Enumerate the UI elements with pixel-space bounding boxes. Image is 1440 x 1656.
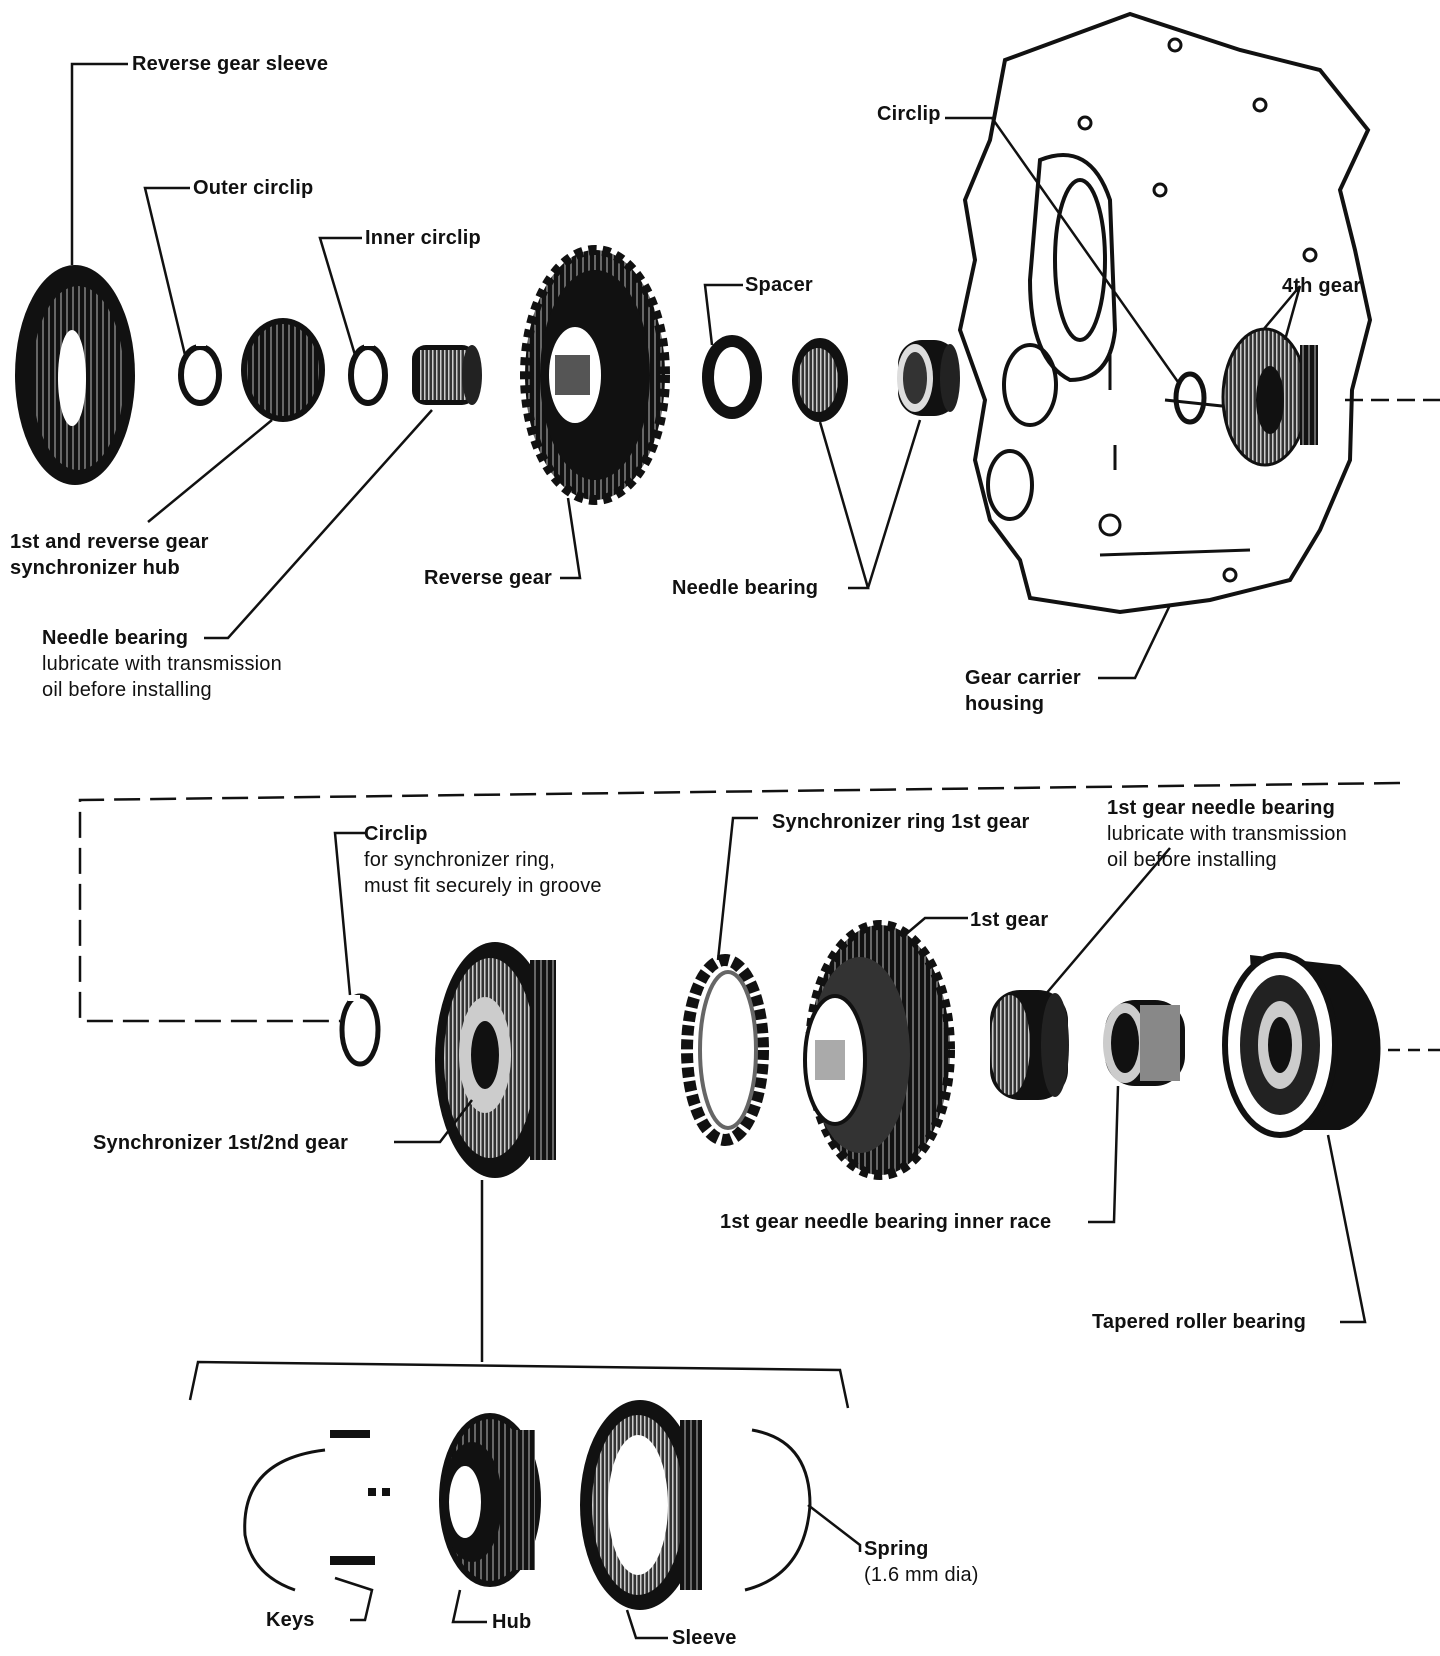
label-spring-note: (1.6 mm dia): [864, 1564, 979, 1586]
spring-left-part: [243, 1448, 326, 1592]
label-tapered-roller-bearing: Tapered roller bearing: [1092, 1311, 1307, 1333]
label-needle-bearing-mid: Needle bearing: [672, 577, 819, 599]
label-spacer: Spacer: [745, 274, 813, 296]
inner-circlip-part: [348, 340, 388, 406]
label-outer-circlip: Outer circlip: [193, 177, 314, 199]
label-first-gear-needle-title: 1st gear needle bearing: [1107, 797, 1336, 819]
outer-circlip-part: [178, 340, 222, 406]
label-synchronizer-12: Synchronizer 1st/2nd gear: [93, 1132, 349, 1154]
leader-lines: [70, 62, 1440, 1640]
label-circlip-lower: Circlip for synchronizer ring, must fit …: [364, 821, 602, 899]
keys-part: [330, 1430, 390, 1565]
synchronizer-12-part: [435, 942, 556, 1178]
first-gear-needle-bearing-part: [990, 990, 1069, 1100]
label-first-gear: 1st gear: [970, 909, 1049, 931]
label-first-gear-needle-note1: lubricate with transmission: [1107, 823, 1347, 845]
label-needle-bearing-left-note1: lubricate with transmission: [42, 653, 282, 675]
label-hub: Hub: [492, 1611, 532, 1633]
label-circlip-lower-title: Circlip: [364, 823, 428, 845]
label-needle-bearing-left-note2: oil before installing: [42, 679, 212, 701]
label-reverse-gear-sleeve: Reverse gear sleeve: [132, 53, 329, 75]
spring-right-part: [744, 1428, 812, 1592]
label-spring-title: Spring: [864, 1538, 929, 1560]
reverse-gear-sleeve-part: [15, 265, 135, 485]
hub-part: [439, 1413, 541, 1587]
spacer-part: [702, 335, 762, 419]
needle-bearing-small-part: [412, 345, 482, 405]
label-gear-carrier-housing: Gear carrier housing: [965, 665, 1081, 717]
label-circlip-top: Circlip: [877, 103, 941, 125]
label-first-gear-needle-note2: oil before installing: [1107, 849, 1277, 871]
label-reverse-gear: Reverse gear: [424, 567, 553, 589]
label-synchronizer-hub: 1st and reverse gear synchronizer hub: [10, 529, 209, 581]
needle-bearing-race-part: [897, 340, 960, 416]
label-circlip-lower-note2: must fit securely in groove: [364, 875, 602, 897]
tapered-roller-bearing-part: [1222, 952, 1381, 1138]
inner-race-part: [1103, 1000, 1185, 1086]
reverse-gear-part: [520, 245, 670, 505]
label-gear-carrier-line2: housing: [965, 693, 1045, 715]
label-fourth-gear: 4th gear: [1282, 275, 1362, 297]
label-circlip-lower-note1: for synchronizer ring,: [364, 849, 556, 871]
label-spring: Spring (1.6 mm dia): [864, 1536, 979, 1588]
synchronizer-ring-part: [681, 954, 769, 1146]
label-keys: Keys: [266, 1609, 315, 1631]
label-gear-carrier-line1: Gear carrier: [965, 667, 1081, 689]
label-inner-circlip: Inner circlip: [365, 227, 481, 249]
label-synchronizer-ring: Synchronizer ring 1st gear: [772, 811, 1030, 833]
label-needle-bearing-left-title: Needle bearing: [42, 627, 189, 649]
needle-bearing-middle-part: [792, 338, 848, 422]
synchronizer-hub-part: [241, 318, 325, 422]
label-first-gear-needle-bearing: 1st gear needle bearing lubricate with t…: [1107, 795, 1347, 873]
first-gear-part: [803, 920, 955, 1180]
label-synchronizer-hub-line1: 1st and reverse gear: [10, 531, 209, 553]
circlip-lower-part: [339, 993, 381, 1067]
label-needle-bearing-left: Needle bearing lubricate with transmissi…: [42, 625, 282, 703]
label-inner-race: 1st gear needle bearing inner race: [720, 1211, 1052, 1233]
gear-carrier-housing-part: [957, 11, 1373, 615]
sleeve-part: [580, 1400, 702, 1610]
label-synchronizer-hub-line2: synchronizer hub: [10, 557, 180, 579]
label-sleeve: Sleeve: [672, 1627, 737, 1649]
